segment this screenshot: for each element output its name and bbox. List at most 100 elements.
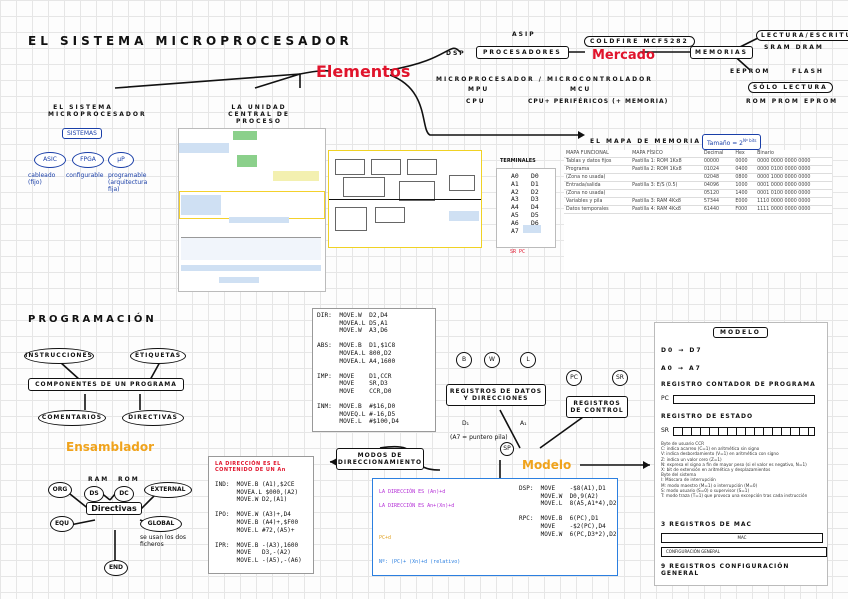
- registros-control-node: REGISTROS DE CONTROL: [566, 396, 628, 418]
- mapa-heading: EL MAPA DE MEMORIA: [590, 138, 702, 145]
- registers-title: TERMINALES: [500, 158, 536, 164]
- global-node: GLOBAL: [140, 516, 182, 532]
- address-registers: A0 A1 A2 A3 A4 A5 A6 A7: [511, 172, 519, 235]
- contador-label: REGISTRO CONTADOR DE PROGRAMA: [661, 381, 816, 388]
- sr-bubble: SR: [612, 370, 628, 386]
- directivas-node: DIRECTIVAS: [122, 410, 184, 426]
- code-dsp: DSP: MOVE -$8(A1),D1 MOVE.W D0,9(A2) MOV…: [519, 485, 617, 538]
- mercado-heading: Mercado: [592, 48, 655, 63]
- pc-label: PC: [661, 395, 669, 402]
- pcd-note: PC+d: [379, 535, 392, 541]
- equ-node: EQU: [50, 516, 74, 532]
- fpga-node: FPGA: [72, 152, 104, 168]
- dsp-note: LA DIRECCIÓN ES (An)+d: [379, 489, 446, 495]
- page-title: EL SISTEMA MICROPROCESADOR: [28, 34, 353, 48]
- tamano-formula: Tamaño = 2Nº bits: [702, 134, 762, 150]
- directivas-center: Directivas: [86, 502, 142, 515]
- micro-line: MICROPROCESADOR / MICROCONTROLADOR: [436, 76, 653, 83]
- sistema-heading: EL SISTEMA MICROPROCESADOR: [48, 104, 147, 118]
- estado-label: REGISTRO DE ESTADO: [661, 413, 754, 420]
- code-ind-panel: LA DIRECCIÓN ES EL CONTENIDO DE UN An IN…: [208, 456, 314, 574]
- solo-lectura-node: SÓLO LECTURA: [748, 82, 833, 93]
- dc-node: DC: [114, 486, 134, 502]
- sistemas-node: SISTEMAS: [62, 128, 102, 139]
- l-bubble: L: [520, 352, 536, 368]
- asip-label: ASIP: [512, 31, 536, 38]
- pc-register-bar: [673, 395, 815, 404]
- register-list: A0 A1 A2 A3 A4 A5 A6 A7 D0 D1 D2 D3 D4 D…: [496, 168, 556, 248]
- config-regs-label: 9 REGISTROS CONFIGURACIÓN GENERAL: [661, 563, 790, 577]
- up-note: programable (arquitectura fija): [108, 172, 148, 193]
- modelo-panel: MODELO D0 → D7 A0 → A7 REGISTRO CONTADOR…: [654, 322, 828, 586]
- procesadores-node: PROCESADORES: [476, 46, 569, 59]
- idx-note: LA DIRECCIÓN ES An+(Xn)+d: [379, 503, 455, 509]
- etiquetas-node: ETIQUETAS: [130, 348, 186, 364]
- datapath-diagram: [328, 150, 482, 248]
- rom-note: ROM: [118, 476, 140, 483]
- mac-bar: MAC: [661, 533, 823, 543]
- modelo-heading: Modelo: [522, 458, 572, 472]
- org-node: ORG: [48, 482, 72, 498]
- ro-items: ROM PROM EPROM: [746, 98, 839, 105]
- ucp-heading: LA UNIDAD CENTRAL DE PROCESO: [228, 104, 290, 125]
- memorias-node: MEMORIAS: [690, 46, 753, 59]
- flash-label: FLASH: [792, 68, 824, 75]
- rpc-note: Nº: (PC)+ (Xn)+d (relativo): [379, 559, 461, 565]
- w-bubble: W: [484, 352, 500, 368]
- programacion-heading: PROGRAMACIÓN: [28, 314, 157, 325]
- comentarios-node: COMENTARIOS: [38, 410, 106, 426]
- a-label: A₁: [520, 420, 527, 427]
- ind-heading: LA DIRECCIÓN ES EL CONTENIDO DE UN An: [215, 461, 286, 473]
- pc-bubble: PC: [566, 370, 582, 386]
- stack-note: (A7 = puntero pila): [450, 434, 508, 441]
- eeprom-label: EEPROM: [730, 68, 771, 75]
- ensamblador-heading: Ensamblador: [66, 440, 155, 454]
- d-label: D₁: [462, 420, 470, 427]
- sp-bubble: SP: [500, 442, 514, 456]
- ds-node: DS: [84, 486, 104, 502]
- registros-datos-node: REGISTROS DE DATOS Y DIRECCIONES: [446, 384, 546, 406]
- instrucciones-node: INSTRUCCIONES: [24, 348, 94, 364]
- d0d7-label: D0 → D7: [661, 347, 703, 354]
- code-dsp-panel: LA DIRECCIÓN ES (An)+d LA DIRECCIÓN ES A…: [372, 478, 618, 576]
- mcu-label: MCU: [570, 86, 592, 93]
- global-note: se usan los dos ficheros: [140, 534, 187, 548]
- elementos-heading: Elementos: [316, 62, 411, 81]
- asic-note: cableado (fijo): [28, 172, 56, 186]
- fpga-note: configurable: [66, 172, 104, 179]
- register-footer: SR PC: [510, 249, 526, 255]
- ccr-notes: Byte de usuario CCR C: indica acarreo (C…: [661, 441, 808, 499]
- ram-note: RAM: [88, 476, 110, 483]
- cpu-perif-label: CPU+ PERIFÉRICOS (+ MEMORIA): [528, 98, 669, 105]
- ucp-diagram: [178, 128, 326, 292]
- asic-node: ASIC: [34, 152, 66, 168]
- lectura-escritura-node: LECTURA/ESCRITURA: [756, 30, 848, 41]
- dsp-label: DSP: [446, 50, 466, 57]
- a0a7-label: A0 → A7: [661, 365, 702, 372]
- sr-register-bar: [673, 427, 815, 436]
- up-node: µP: [108, 152, 134, 168]
- mpu-label: MPU: [468, 86, 490, 93]
- componentes-node: COMPONENTES DE UN PROGRAMA: [28, 378, 184, 391]
- modelo-panel-title: MODELO: [713, 327, 768, 338]
- modos-direccionamiento-node: MODOS DE DIRECCIONAMIENTO: [336, 448, 424, 470]
- coldfire-node: COLDFIRE MCF5282: [584, 36, 695, 47]
- cpu-label: CPU: [466, 98, 486, 105]
- sr-label: SR: [661, 427, 669, 434]
- end-node: END: [104, 560, 128, 576]
- code-dir-abs: DIR: MOVE.W D2,D4 MOVEA.L D5,A1 MOVE.W A…: [312, 308, 436, 432]
- code-ind: IND: MOVE.B (A1),$2CE MOVEA.L $000,(A2) …: [215, 481, 302, 564]
- config-bar: CONFIGURACIÓN GENERAL: [661, 547, 827, 557]
- rw-items: SRAM DRAM: [764, 44, 824, 51]
- external-node: EXTERNAL: [144, 482, 192, 498]
- b-bubble: B: [456, 352, 472, 368]
- mac-regs-label: 3 REGISTROS DE MAC: [661, 521, 752, 528]
